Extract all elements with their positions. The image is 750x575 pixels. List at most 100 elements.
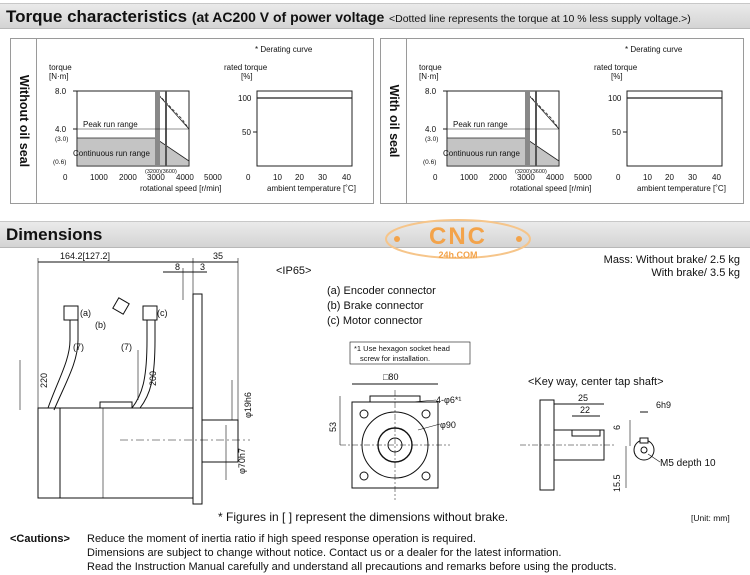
hex-note-line2: screw for installation.: [360, 354, 430, 363]
m5-depth-label: M5 depth 10: [660, 458, 716, 469]
temp-tick-40: 40: [342, 173, 351, 182]
temp-tick-20: 20: [665, 173, 674, 182]
continuous-run-area: [446, 137, 560, 167]
mass-info: Mass: Without brake/ 2.5 kg With brake/ …: [604, 254, 740, 280]
derating-curve-label: * Derating curve: [255, 45, 313, 54]
dim-phi19-label: φ19h6: [243, 392, 253, 418]
dim-200-label: 200: [148, 371, 158, 386]
rated-torque-label: rated torque: [224, 63, 268, 72]
temp-tick-0: 0: [616, 173, 621, 182]
rated-tick-50: 50: [612, 128, 621, 137]
rated-unit-label: [%]: [241, 72, 253, 81]
dim-phi70-label: φ70h7: [237, 448, 247, 474]
hex-note-box: [349, 341, 471, 365]
peak-run-label: Peak run range: [453, 120, 508, 129]
y-tick-3: (3.0): [55, 136, 68, 143]
watermark-sub: 24h.COM: [438, 250, 477, 260]
motor-connector: [142, 305, 158, 321]
panel-side-label: Without oil seal: [17, 74, 31, 168]
torque-note: <Dotted line represents the torque at 10…: [388, 13, 691, 25]
torque-axis-label: torque: [49, 63, 72, 72]
mount-hole: [359, 409, 369, 419]
leader-phi90: [417, 423, 441, 431]
peak-run-label: Peak run range: [83, 120, 138, 129]
speed-band-marker: [165, 91, 167, 166]
label-a: (a): [80, 308, 91, 318]
y-tick-4: 4.0: [425, 125, 437, 134]
rated-tick-100: 100: [238, 94, 252, 103]
mount-hole: [421, 471, 431, 481]
y-tick-0: 0: [63, 173, 68, 182]
dim-6h9-label: 6h9: [656, 400, 671, 410]
motor-cable: [139, 320, 156, 409]
y-tick-4: 4.0: [55, 125, 67, 134]
derating-curve-label: * Derating curve: [625, 45, 683, 54]
motor-cable: [131, 320, 148, 409]
dim-220-label: 220: [39, 373, 49, 388]
dimension-drawing: 164.2[127.2] 35 8 3 (a) (b) (c) (7) (7) …: [19, 252, 730, 524]
ip-rating: <IP65>: [276, 265, 311, 277]
watermark-ellipse: [385, 219, 531, 259]
motor-flange: [192, 293, 203, 505]
encoder-connector: [63, 305, 79, 321]
temp-tick-10: 10: [273, 173, 282, 182]
x-axis-label: rotational speed [r/min]: [510, 184, 591, 193]
x-tick-5000: 5000: [574, 173, 592, 182]
y-tick-06: (0.6): [423, 159, 436, 166]
connector-boss: [99, 401, 133, 409]
derating-plot-frame: [256, 90, 353, 167]
mass-with-brake: With brake/ 3.5 kg: [651, 267, 740, 279]
temp-axis-label: ambient temperature [˚C]: [267, 184, 356, 193]
dim-hole-label: 4-φ6*¹: [436, 395, 461, 405]
connector-c: (c) Motor connector: [327, 315, 423, 327]
dim-15-label: 15.5: [612, 474, 622, 492]
label-7a: (7): [73, 342, 84, 352]
encoder-cable: [53, 320, 79, 411]
x-tick-2000: 2000: [489, 173, 507, 182]
connector-a: (a) Encoder connector: [327, 285, 436, 297]
shaft-key: [639, 437, 649, 444]
y-tick-8: 8.0: [55, 87, 67, 96]
torque-axis-label: torque: [419, 63, 442, 72]
cautions-block: <Cautions>Reduce the moment of inertia r…: [10, 532, 617, 574]
y-tick-3: (3.0): [425, 136, 438, 143]
temp-tick-10: 10: [643, 173, 652, 182]
label-c: (c): [157, 308, 168, 318]
continuous-run-label: Continuous run range: [443, 149, 520, 158]
derating-plot-frame: [626, 90, 723, 167]
watermark-dot: [516, 236, 522, 242]
temp-tick-40: 40: [712, 173, 721, 182]
unit-note: [Unit: mm]: [691, 513, 730, 523]
section-header-band: [0, 3, 750, 29]
x-tick-2000: 2000: [119, 173, 137, 182]
x-axis-label: rotational speed [r/min]: [140, 184, 221, 193]
dim-8-label: 8: [175, 262, 180, 272]
motor-shaft: [201, 419, 239, 463]
section-header-band: [0, 221, 750, 248]
leader-hole: [411, 399, 437, 403]
temp-tick-30: 30: [688, 173, 697, 182]
torque-title: Torque characteristics: [6, 7, 188, 26]
temp-axis-label: ambient temperature [˚C]: [637, 184, 726, 193]
panel-side-bar: With oil seal: [381, 39, 407, 203]
caution-line-1: Reduce the moment of inertia ratio if hi…: [87, 533, 476, 545]
rated-tick-50: 50: [242, 128, 251, 137]
x-tick-1000: 1000: [460, 173, 478, 182]
y-tick-06: (0.6): [53, 159, 66, 166]
watermark-dot: [394, 236, 400, 242]
rated-tick-100: 100: [608, 94, 622, 103]
continuous-run-area: [76, 137, 190, 167]
connector-b: (b) Brake connector: [327, 300, 424, 312]
label-7b: (7): [121, 342, 132, 352]
x-marks: (3200)(3600): [145, 169, 177, 175]
rated-unit-label: [%]: [611, 72, 623, 81]
caution-line-3: Read the Instruction Manual carefully an…: [87, 561, 617, 573]
dimensions-title: Dimensions: [6, 225, 103, 244]
peak-run-curve: [77, 90, 190, 161]
torque-panel-with-seal: With oil seal torque [N·m] 8.0 4.0 (3.0)…: [380, 38, 744, 204]
panel-side-bar: Without oil seal: [11, 39, 37, 203]
dim-53-label: 53: [328, 422, 338, 432]
dim-3-label: 3: [200, 262, 205, 272]
x-tick-3000: 3000: [517, 173, 535, 182]
label-b: (b): [95, 320, 106, 330]
